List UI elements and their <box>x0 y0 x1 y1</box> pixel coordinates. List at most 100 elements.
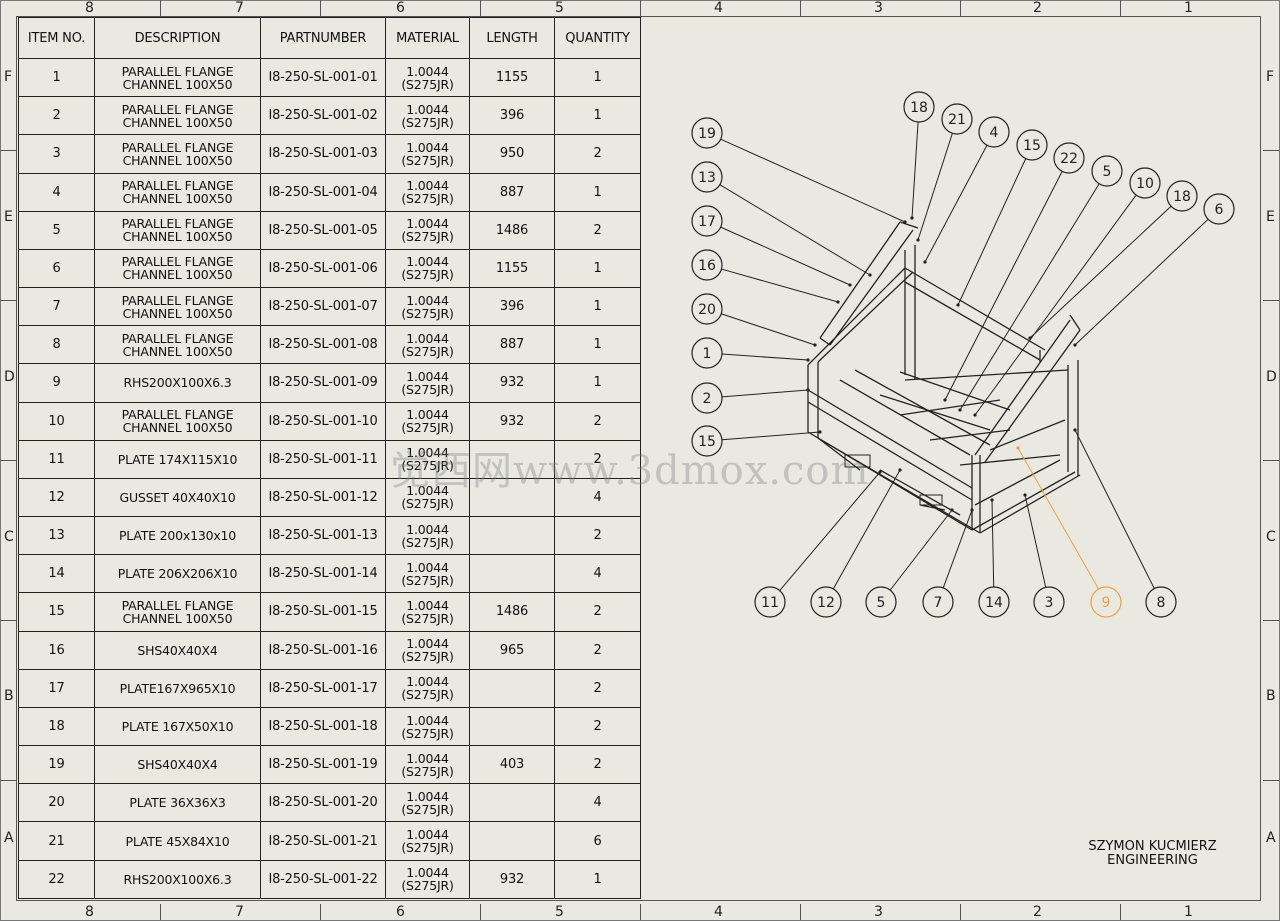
cell-material-line: 1.0044 <box>406 254 449 270</box>
cell-material-line: (S275JR) <box>401 229 454 245</box>
cell-description-line: PARALLEL FLANGE <box>121 254 234 270</box>
cell-quantity: 2 <box>554 706 641 747</box>
cell-quantity: 2 <box>554 439 641 479</box>
zone-tick <box>480 904 481 920</box>
cell-material: 1.0044(S275JR) <box>385 821 470 861</box>
cell-quantity: 1 <box>554 325 641 365</box>
cell-description-line: RHS200X100X6.3 <box>123 871 232 887</box>
cell-partnumber: I8-250-SL-001-09 <box>260 363 386 403</box>
cell-partnumber: I8-250-SL-001-06 <box>260 248 386 289</box>
cell-item-no: 7 <box>18 287 95 327</box>
zone-column-label-top: 8 <box>85 0 94 16</box>
zone-column-label-bottom: 2 <box>1033 904 1042 920</box>
cell-partnumber: I8-250-SL-001-02 <box>260 96 386 136</box>
zone-tick <box>320 904 321 920</box>
cell-description: PLATE 167X50X10 <box>94 706 261 747</box>
cell-length: 403 <box>469 745 555 785</box>
zone-row-label-right: A <box>1266 830 1276 846</box>
cell-length: 932 <box>469 401 555 441</box>
zone-column-label-top: 1 <box>1184 0 1193 16</box>
cell-partnumber: I8-250-SL-001-11 <box>260 439 386 479</box>
cell-material-line: (S275JR) <box>401 458 454 474</box>
cell-quantity: 2 <box>554 745 641 785</box>
zone-row-label-left: D <box>4 369 15 385</box>
zone-tick <box>0 300 16 301</box>
zone-tick <box>1263 150 1279 151</box>
cell-material: 1.0044(S275JR) <box>385 783 470 823</box>
cell-quantity: 1 <box>554 96 641 136</box>
cell-partnumber: I8-250-SL-001-15 <box>260 592 386 632</box>
cell-material: 1.0044(S275JR) <box>385 210 470 250</box>
cell-item-no: 19 <box>18 745 95 785</box>
cell-description-line: PARALLEL FLANGE <box>121 330 234 346</box>
cell-quantity: 1 <box>554 248 641 289</box>
cell-material: 1.0044(S275JR) <box>385 363 470 403</box>
zone-tick <box>1263 780 1279 781</box>
cell-description: PLATE167X965X10 <box>94 668 261 708</box>
cell-material: 1.0044(S275JR) <box>385 248 470 289</box>
cell-material-line: 1.0044 <box>406 483 449 499</box>
cell-material-line: 1.0044 <box>406 445 449 461</box>
cell-item-no: 15 <box>18 592 95 632</box>
cell-quantity: 2 <box>554 210 641 250</box>
cell-length <box>469 706 555 747</box>
cell-description-line: PARALLEL FLANGE <box>121 178 234 194</box>
zone-row-label-left: B <box>4 688 14 704</box>
cell-material-line: (S275JR) <box>401 267 454 283</box>
cell-length: 887 <box>469 325 555 365</box>
cell-item-no: 11 <box>18 439 95 479</box>
cell-material-line: 1.0044 <box>406 178 449 194</box>
cell-material: 1.0044(S275JR) <box>385 706 470 747</box>
cell-material-line: (S275JR) <box>401 114 454 130</box>
cell-partnumber: I8-250-SL-001-19 <box>260 745 386 785</box>
zone-tick <box>800 0 801 16</box>
zone-column-label-top: 7 <box>235 0 244 16</box>
cell-partnumber: I8-250-SL-001-04 <box>260 172 386 212</box>
cell-material-line: 1.0044 <box>406 139 449 155</box>
cell-item-no: 3 <box>18 134 95 174</box>
cell-description: SHS40X40X4 <box>94 745 261 785</box>
cell-description-line: SHS40X40X4 <box>137 642 218 658</box>
cell-description: RHS200X100X6.3 <box>94 363 261 403</box>
cell-description: PLATE 206X206X10 <box>94 554 261 594</box>
cell-material-line: 1.0044 <box>406 330 449 346</box>
cell-length: 887 <box>469 172 555 212</box>
cell-length <box>469 668 555 708</box>
zone-row-label-left: C <box>4 529 14 545</box>
zone-column-label-bottom: 5 <box>555 904 564 920</box>
cell-quantity: 1 <box>554 363 641 403</box>
cell-material-line: 1.0044 <box>406 101 449 117</box>
header-item-no: ITEM NO. <box>18 17 95 59</box>
cell-quantity: 4 <box>554 554 641 594</box>
cell-quantity: 4 <box>554 783 641 823</box>
cell-length: 1155 <box>469 57 555 98</box>
cell-description-line: PLATE 167X50X10 <box>121 719 234 734</box>
cell-material-line: 1.0044 <box>406 559 449 575</box>
cell-material-line: 1.0044 <box>406 712 449 728</box>
cell-length: 396 <box>469 96 555 136</box>
cell-partnumber: I8-250-SL-001-10 <box>260 401 386 441</box>
cell-description-line: CHANNEL 100X50 <box>122 610 233 626</box>
cell-material-line: (S275JR) <box>401 381 454 397</box>
cell-description-line: CHANNEL 100X50 <box>122 420 233 436</box>
cell-material-line: 1.0044 <box>406 63 449 79</box>
cell-length <box>469 516 555 556</box>
cell-material-line: 1.0044 <box>406 788 449 804</box>
cell-description-line: PLATE 45X84X10 <box>125 833 230 849</box>
zone-tick <box>1263 620 1279 621</box>
cell-length <box>469 783 555 823</box>
cell-description-line: CHANNEL 100X50 <box>122 229 233 245</box>
cell-quantity: 2 <box>554 668 641 708</box>
cell-material-line: (S275JR) <box>401 840 454 856</box>
